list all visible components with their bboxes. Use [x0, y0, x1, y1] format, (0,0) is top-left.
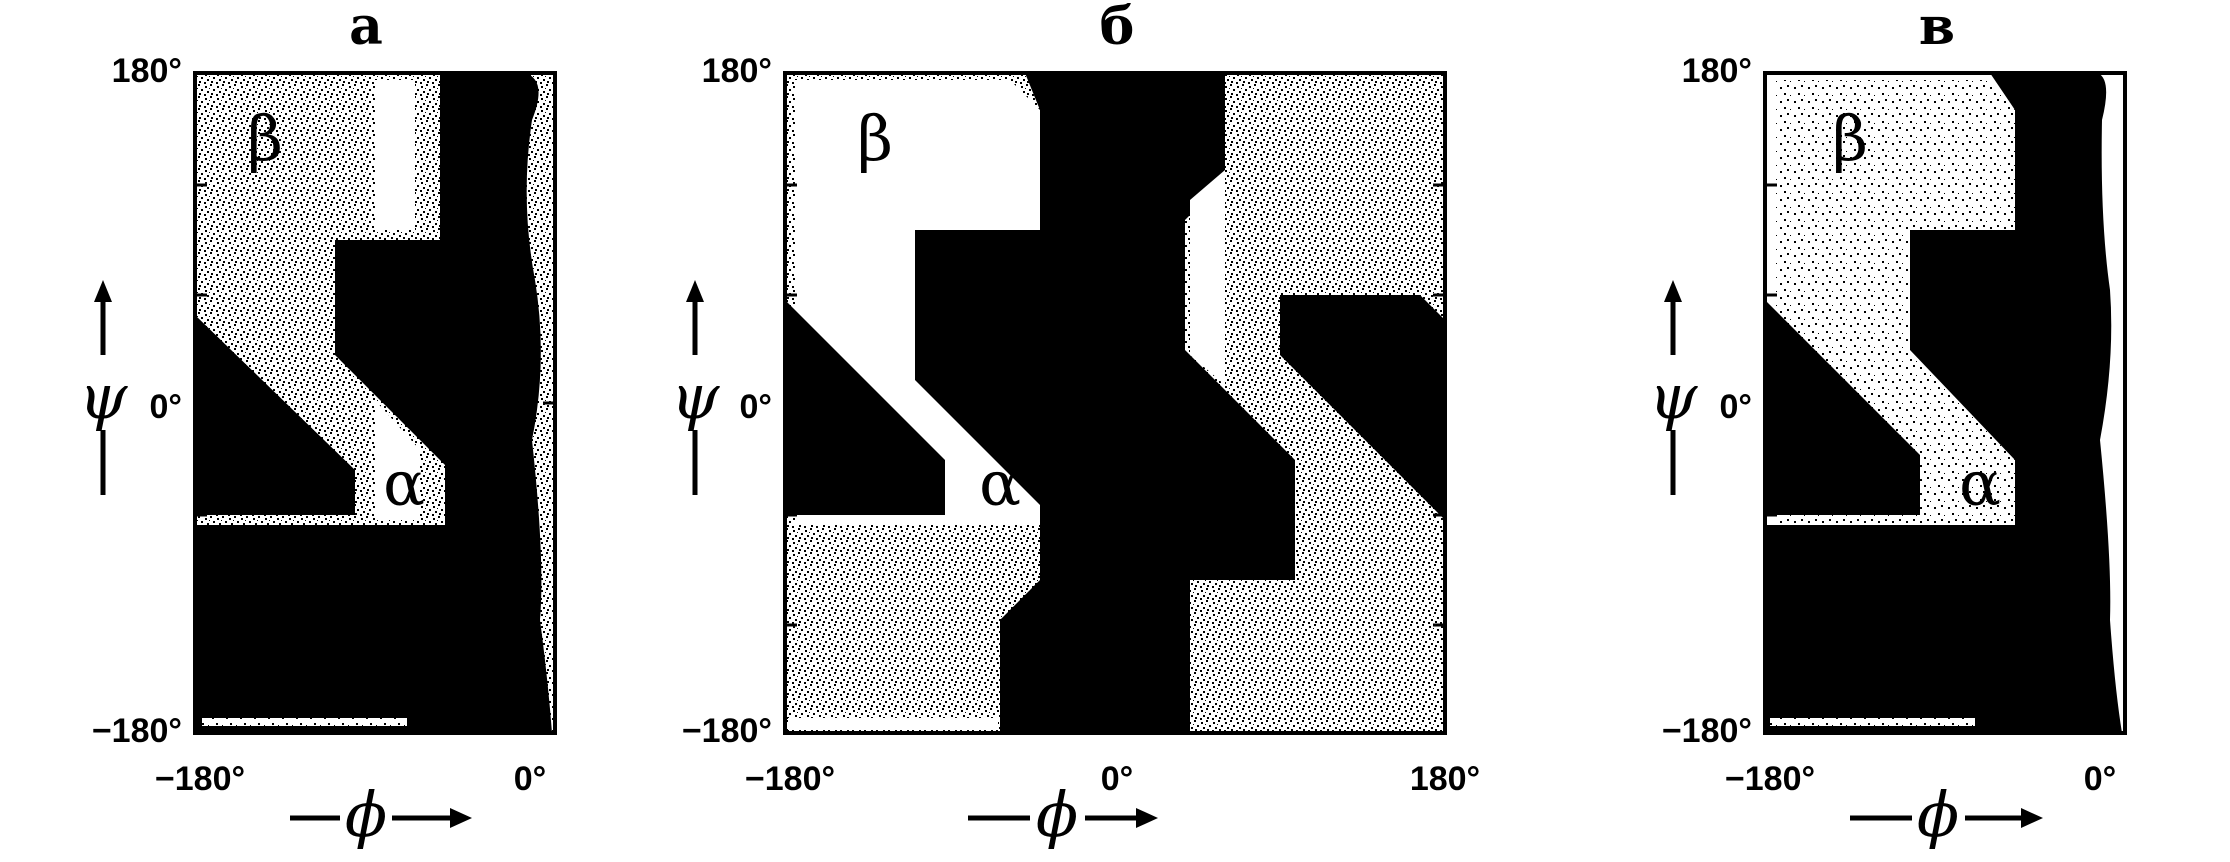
panel-a-black-left-wedge [195, 315, 355, 515]
y-tick-bottom: −180° [682, 712, 772, 750]
psi-axis-symbol: ψ [671, 360, 721, 433]
psi-axis-arrow-icon [94, 280, 112, 495]
panel-c-black-region [1765, 73, 2122, 733]
y-tick-top: 180° [702, 52, 772, 90]
x-tick-left: −180° [745, 760, 835, 798]
y-tick-bottom: −180° [92, 712, 182, 750]
x-tick-right: 0° [2084, 760, 2117, 798]
panel-b-bottom-band [788, 718, 998, 730]
psi-axis-symbol: ψ [79, 360, 129, 433]
y-tick-mid: 0° [149, 388, 182, 426]
panel-c-bottom-band [1770, 718, 1975, 726]
y-tick-mid: 0° [739, 388, 772, 426]
x-tick-left: −180° [1725, 760, 1815, 798]
y-tick-mid: 0° [1719, 388, 1752, 426]
region-beta-label: β [247, 102, 283, 175]
panel-b-black-left-wedge [785, 300, 945, 515]
x-tick-mid: 0° [1101, 760, 1134, 798]
phi-axis-symbol: ϕ [1036, 778, 1078, 851]
panel-b-black-center [915, 73, 1295, 733]
panel-a-black-region [195, 73, 552, 733]
panel-a-bottom-band [202, 718, 407, 726]
psi-axis-symbol: ψ [1649, 360, 1699, 433]
psi-axis-arrow-icon [1664, 280, 1682, 495]
panel-b-white-sliver [1190, 170, 1225, 385]
panel-c: в β α 180° 0° −180° −180° 0° ψ ϕ [1649, 0, 2127, 851]
psi-axis-arrow-icon [686, 280, 704, 495]
y-tick-top: 180° [1682, 52, 1752, 90]
x-tick-left: −180° [155, 760, 245, 798]
phi-axis-symbol: ϕ [345, 778, 387, 851]
panel-a-white-band-top [375, 80, 415, 230]
panel-title: б [1100, 0, 1135, 57]
region-beta-label: β [1832, 102, 1868, 175]
panel-a: а β α 180° 0° −180° −180° 0° ψ ϕ [79, 0, 557, 851]
region-alpha-label: α [383, 447, 425, 520]
x-tick-right: 0° [514, 760, 547, 798]
frame-tick-marks [195, 183, 1777, 627]
phi-axis-arrow-icon [290, 808, 472, 828]
y-tick-top: 180° [112, 52, 182, 90]
phi-axis-arrow-icon [1850, 808, 2043, 828]
region-beta-label: β [857, 102, 893, 175]
panel-c-black-left-wedge [1765, 300, 1920, 515]
panel-title: а [349, 0, 383, 57]
panel-b: б β α 180° 0° −180° −180° 0° 180° ψ ϕ [671, 0, 1480, 851]
region-alpha-label: α [979, 447, 1021, 520]
x-tick-right: 180° [1410, 760, 1480, 798]
panel-a-white-alpha [375, 400, 420, 520]
phi-axis-arrow-icon [968, 808, 1158, 828]
phi-axis-symbol: ϕ [1917, 778, 1959, 851]
region-alpha-label: α [1959, 447, 2001, 520]
panel-title: в [1919, 0, 1955, 57]
panel-b-black-right-wedge [1280, 295, 1445, 520]
y-tick-bottom: −180° [1662, 712, 1752, 750]
